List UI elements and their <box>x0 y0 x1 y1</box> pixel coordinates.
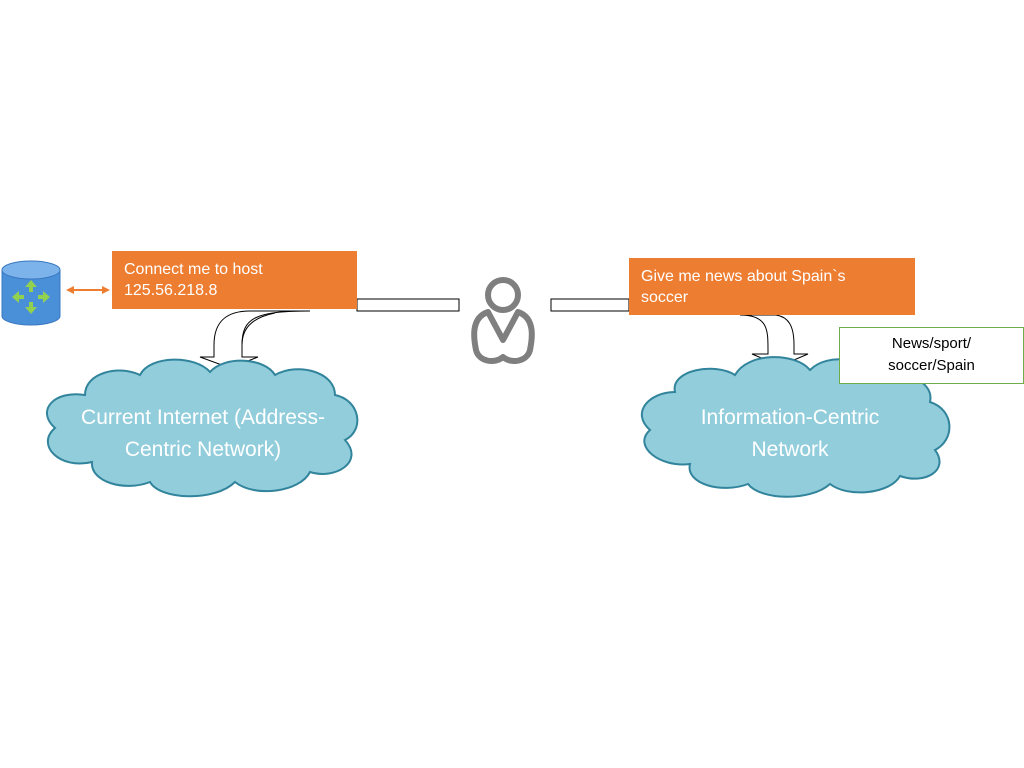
left-cloud-shape <box>45 358 359 498</box>
content-name-line2: soccer/Spain <box>888 357 975 374</box>
content-name-box: News/sport/ soccer/Spain <box>839 327 1024 384</box>
router-icon <box>1 260 61 326</box>
right-cloud-shape <box>641 356 951 498</box>
current-internet-label: Current Internet (Address- Centric Netwo… <box>58 402 348 466</box>
left-connector-bar <box>356 298 460 312</box>
icn-line1: Information-Centric <box>700 406 880 429</box>
content-request-line2: soccer <box>641 289 689 306</box>
current-internet-line2: Centric Network) <box>124 438 282 461</box>
user-icon <box>471 277 535 365</box>
left-curved-arrow <box>199 310 311 369</box>
right-connector-bar <box>550 298 630 312</box>
icn-label: Information-Centric Network <box>660 402 920 466</box>
address-request-line2: 125.56.218.8 <box>124 282 218 299</box>
address-request-callout: Connect me to host 125.56.218.8 <box>112 251 357 309</box>
content-name-line1: News/sport/ <box>891 335 972 352</box>
content-request-line1: Give me news about Spain`s <box>641 268 846 285</box>
address-request-line1: Connect me to host <box>124 261 263 278</box>
link-arrow <box>66 286 110 294</box>
current-internet-line1: Current Internet (Address- <box>81 406 325 429</box>
content-request-callout: Give me news about Spain`s soccer <box>629 258 915 315</box>
icn-line2: Network <box>751 438 829 461</box>
